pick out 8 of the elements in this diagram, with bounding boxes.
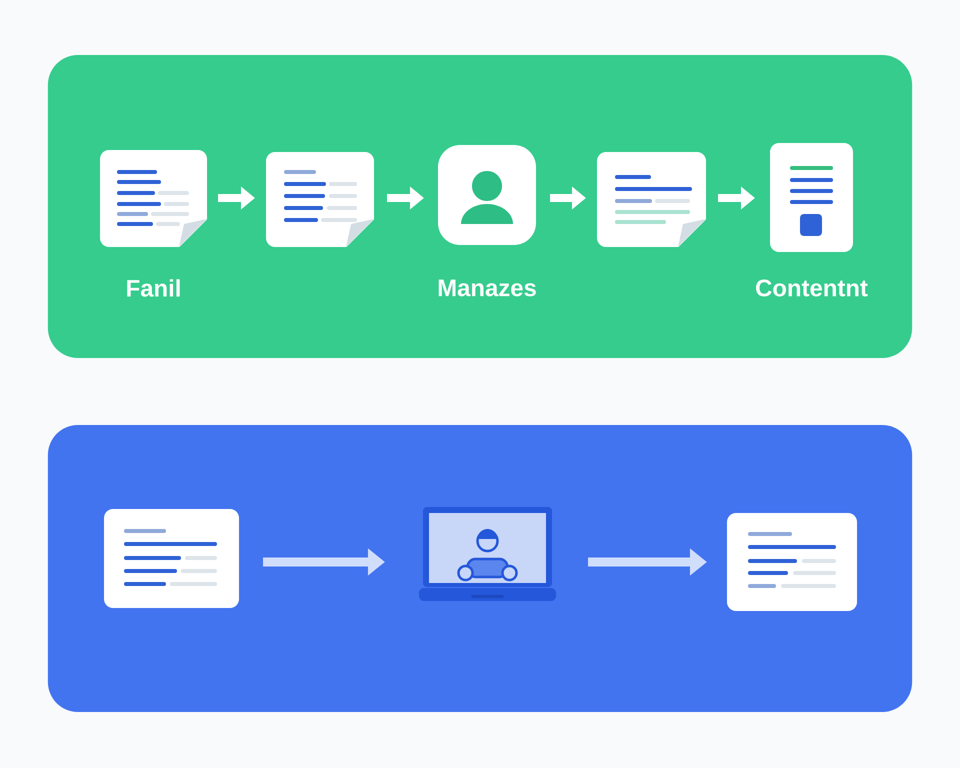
node-label: Fanil	[127, 279, 180, 297]
node-label: Manazes	[438, 280, 536, 296]
node-label: Contentnt	[756, 280, 868, 296]
document-card	[727, 512, 858, 611]
document-card	[597, 152, 706, 248]
document-card	[104, 508, 240, 608]
document-card	[266, 152, 374, 248]
laptop-icon	[419, 506, 556, 601]
